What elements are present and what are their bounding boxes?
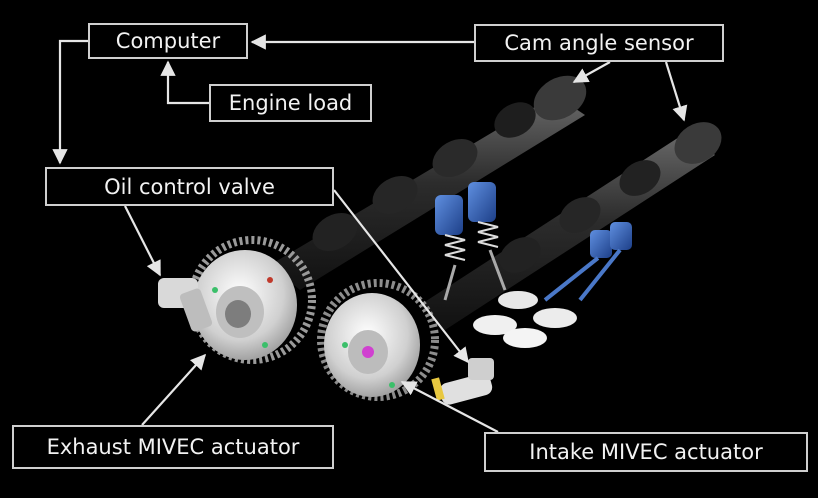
cam-angle-sensor-label: Cam angle sensor [474,24,724,62]
arrow-cam-sensor-to-exhaust-cam [572,61,611,83]
arrow-ocv-to-exhaust-valve [124,205,161,277]
arrow-engine-load-to-computer [160,60,209,105]
oil-control-valve-label: Oil control valve [45,167,334,206]
arrow-cam-sensor-to-intake-cam [664,61,688,122]
exhaust-mivec-actuator-label: Exhaust MIVEC actuator [12,425,334,469]
arrow-ocv-to-intake-valve [333,189,469,364]
intake-camshaft [420,122,722,330]
intake-oil-control-valve [431,358,494,405]
exhaust-oil-control-valve [158,278,213,332]
valve-heads [473,291,577,348]
computer-label: Computer [88,23,248,59]
valve-springs [435,182,632,302]
arrow-exhaust-label-to-sprocket [141,353,207,426]
exhaust-camshaft [270,75,587,290]
connector-arrows [52,34,688,433]
arrow-computer-to-ocv [52,39,88,165]
arrow-intake-label-to-sprocket [400,381,499,433]
intake-mivec-actuator-label: Intake MIVEC actuator [484,432,808,472]
engine-load-label: Engine load [209,84,372,122]
intake-actuator-sprocket [317,279,439,401]
